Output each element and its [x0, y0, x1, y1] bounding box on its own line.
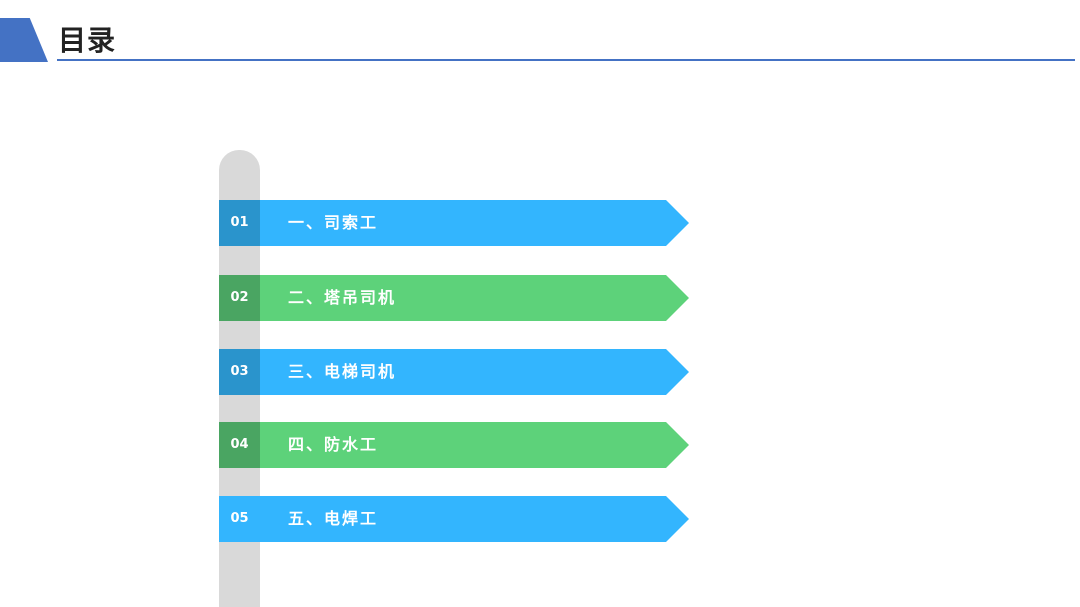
toc-item-number: 05 — [230, 511, 249, 526]
page-title: 目录 — [58, 24, 117, 57]
toc-arrow-banner — [219, 275, 689, 321]
toc-item-number: 03 — [219, 349, 260, 395]
toc-item-number: 01 — [219, 200, 260, 246]
toc-item-3[interactable]: 03 三、电梯司机 — [219, 349, 689, 395]
toc-item-2[interactable]: 02 二、塔吊司机 — [219, 275, 689, 321]
toc-item-5[interactable]: 05 五、电焊工 — [219, 496, 689, 542]
toc-arrow-banner — [219, 422, 689, 468]
toc-item-number: 04 — [219, 422, 260, 468]
corner-accent-shape — [0, 18, 48, 62]
toc-item-1[interactable]: 01 一、司索工 — [219, 200, 689, 246]
toc-item-4[interactable]: 04 四、防水工 — [219, 422, 689, 468]
toc-item-label: 五、电焊工 — [288, 509, 379, 528]
toc-item-label: 四、防水工 — [288, 435, 379, 454]
toc-arrow-banner — [219, 349, 689, 395]
toc-item-label: 三、电梯司机 — [288, 362, 397, 381]
toc-item-number: 02 — [219, 275, 260, 321]
toc-item-label: 二、塔吊司机 — [288, 288, 397, 307]
toc-arrow-banner — [219, 496, 689, 542]
title-underline — [57, 59, 1075, 61]
toc-arrow-banner — [219, 200, 689, 246]
toc-item-label: 一、司索工 — [288, 213, 379, 232]
